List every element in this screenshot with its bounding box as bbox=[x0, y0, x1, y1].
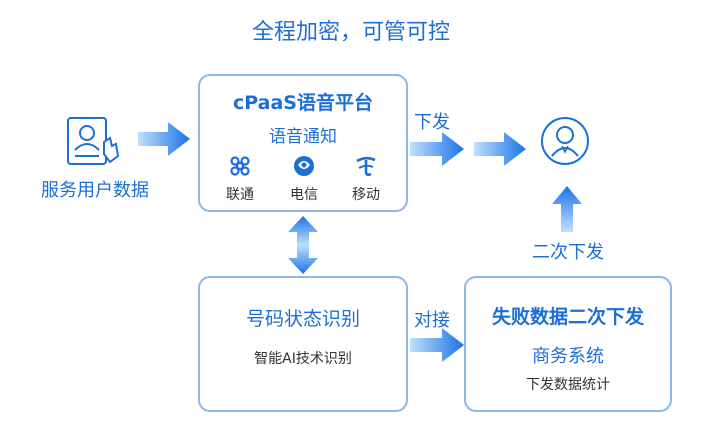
cpaas-subtitle: 语音通知 bbox=[269, 127, 337, 147]
business-system-card: 失败数据二次下发 商务系统 下发数据统计 bbox=[464, 276, 672, 412]
cpaas-title: cPaaS语音平台 bbox=[232, 92, 373, 114]
carrier-dianxin-label: 电信 bbox=[290, 187, 318, 203]
business-subtitle: 下发数据统计 bbox=[526, 377, 610, 393]
number-status-subtitle: 智能AI技术识别 bbox=[254, 351, 352, 367]
arrow-status-to-business bbox=[410, 328, 464, 362]
double-arrow-vertical bbox=[288, 216, 318, 274]
page-title: 全程加密，可管可控 bbox=[251, 20, 450, 45]
cpaas-platform-card: cPaaS语音平台 语音通知 联通 电信 bbox=[198, 74, 408, 212]
carrier-unicom: 联通 bbox=[218, 154, 262, 204]
user-data-label: 服务用户数据 bbox=[41, 180, 149, 201]
arrow-cpaas-to-user bbox=[410, 132, 464, 166]
business-title: 商务系统 bbox=[532, 346, 604, 367]
carrier-yidong-label: 移动 bbox=[352, 187, 380, 203]
arrow-connect-label: 对接 bbox=[414, 310, 450, 331]
china-unicom-icon bbox=[228, 154, 252, 178]
china-mobile-icon bbox=[292, 154, 316, 178]
business-headline: 失败数据二次下发 bbox=[491, 306, 644, 328]
china-telecom-icon bbox=[354, 154, 378, 178]
carrier-unicom-label: 联通 bbox=[226, 187, 254, 203]
number-status-title: 号码状态识别 bbox=[245, 308, 360, 330]
arrow-resend-label: 二次下发 bbox=[532, 242, 604, 263]
arrow-to-recipient bbox=[474, 132, 526, 166]
carrier-yidong: 移动 bbox=[344, 154, 388, 204]
arrow-up-to-recipient bbox=[552, 186, 582, 232]
arrow-user-to-cpaas bbox=[138, 122, 190, 156]
user-data-icon bbox=[66, 116, 126, 168]
carrier-dianxin: 电信 bbox=[282, 154, 326, 204]
arrow-issue-label: 下发 bbox=[414, 112, 450, 133]
user-avatar-icon bbox=[540, 116, 590, 166]
number-status-card: 号码状态识别 智能AI技术识别 bbox=[198, 276, 408, 412]
